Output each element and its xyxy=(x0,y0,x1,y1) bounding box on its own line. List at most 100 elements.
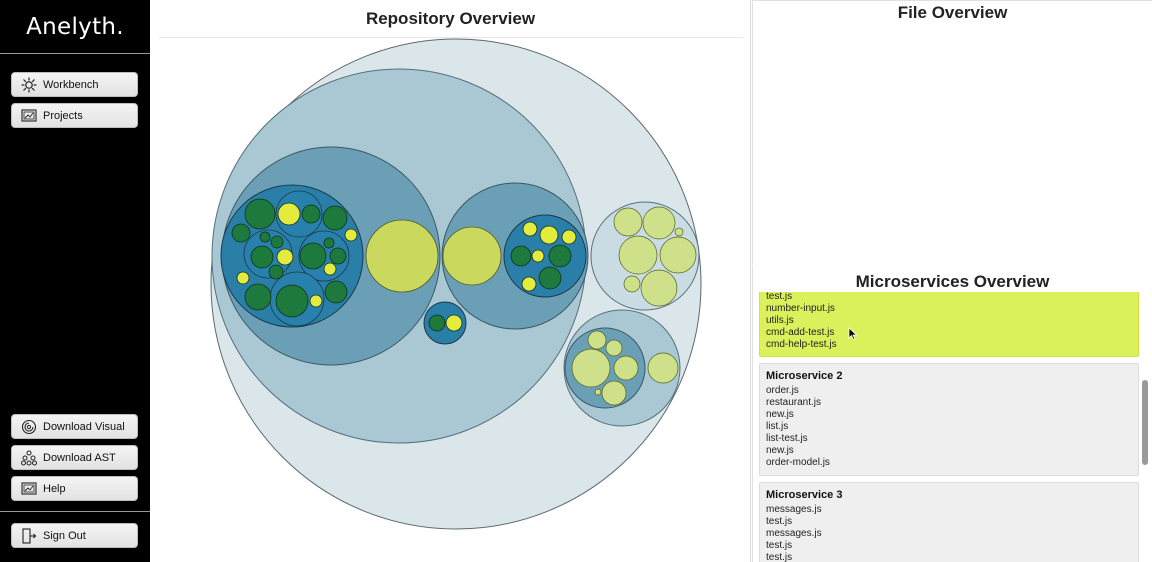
bubble-file[interactable] xyxy=(344,228,358,242)
file-item[interactable]: test.js xyxy=(766,292,793,302)
bubble-file[interactable] xyxy=(329,247,347,265)
sidebar-item-projects[interactable]: Projects xyxy=(11,103,138,128)
bubble-file[interactable] xyxy=(548,244,572,268)
file-item[interactable]: messages.js xyxy=(766,528,822,539)
microservice-card[interactable]: Microservice 3 messages.js test.js messa… xyxy=(759,482,1139,562)
file-item[interactable]: new.js xyxy=(766,445,794,456)
workbench-icon xyxy=(20,76,38,94)
file-overview-title: File Overview xyxy=(897,3,1008,22)
download-visual-button[interactable]: Download Visual xyxy=(11,414,138,439)
bubble-file[interactable] xyxy=(623,275,641,293)
bubble-file[interactable] xyxy=(647,352,679,384)
file-item[interactable]: list.js xyxy=(766,421,789,432)
bubble-file[interactable] xyxy=(259,231,271,243)
bubble-file[interactable] xyxy=(442,226,502,286)
download-ast-button[interactable]: Download AST xyxy=(11,445,138,470)
bubble-file[interactable] xyxy=(613,207,643,237)
bubble-file[interactable] xyxy=(601,380,627,406)
file-item[interactable]: number-input.js xyxy=(766,303,835,314)
bubble-file[interactable] xyxy=(277,202,301,226)
bubble-file[interactable] xyxy=(594,388,602,396)
bubble-file[interactable] xyxy=(250,245,274,269)
file-item[interactable]: new.js xyxy=(766,409,794,420)
bubble-file[interactable] xyxy=(309,294,323,308)
file-item[interactable]: test.js xyxy=(766,552,793,562)
bubble-file[interactable] xyxy=(275,284,309,318)
bubble-file[interactable] xyxy=(522,221,538,237)
sign-out-label: Sign Out xyxy=(43,529,86,542)
repository-title: Repository Overview xyxy=(365,9,536,28)
bubble-file[interactable] xyxy=(299,242,327,270)
microservices-title: Microservices Overview xyxy=(855,272,1050,291)
bubble-file[interactable] xyxy=(659,236,697,274)
download-ast-label: Download AST xyxy=(43,451,116,464)
file-item[interactable]: test.js xyxy=(766,540,793,551)
bubble-file[interactable] xyxy=(244,283,272,311)
file-overview-panel: File Overview xyxy=(752,0,1152,265)
bubble-file[interactable] xyxy=(322,205,348,231)
microservices-scrollbar[interactable] xyxy=(1142,380,1148,465)
sidebar-item-label: Projects xyxy=(43,109,83,122)
app-logo[interactable]: Anelyth. xyxy=(26,14,124,40)
mouse-cursor-icon xyxy=(848,327,858,341)
help-button[interactable]: Help xyxy=(11,476,138,501)
bubble-file[interactable] xyxy=(324,280,348,304)
bubble-file[interactable] xyxy=(445,314,463,332)
circle-packing-visualization[interactable] xyxy=(151,0,751,562)
help-icon xyxy=(20,480,38,498)
microservice-card[interactable]: test.js number-input.js utils.js cmd-add… xyxy=(759,292,1139,357)
bubble-file[interactable] xyxy=(510,245,532,267)
bubble-file[interactable] xyxy=(618,235,658,275)
file-item[interactable]: cmd-help-test.js xyxy=(766,339,837,350)
bubble-file[interactable] xyxy=(605,339,623,357)
sign-out-button[interactable]: Sign Out xyxy=(11,523,138,548)
sign-out-icon xyxy=(20,527,38,545)
bubble-file[interactable] xyxy=(276,248,294,266)
bubble-file[interactable] xyxy=(613,355,639,381)
file-item[interactable]: order.js xyxy=(766,385,799,396)
bubble-file[interactable] xyxy=(587,330,607,350)
bubble-file[interactable] xyxy=(531,249,545,263)
download-ast-icon xyxy=(20,449,38,467)
bubble-file[interactable] xyxy=(301,204,321,224)
bubble-file[interactable] xyxy=(561,229,577,245)
sidebar: Anelyth. Workbench Projects Download Vis… xyxy=(0,0,150,562)
microservice-name: Microservice 3 xyxy=(766,489,843,501)
file-item[interactable]: restaurant.js xyxy=(766,397,822,408)
bubble-file[interactable] xyxy=(323,237,335,249)
file-item[interactable]: utils.js xyxy=(766,315,794,326)
file-item[interactable]: list-test.js xyxy=(766,433,808,444)
help-label: Help xyxy=(43,482,66,495)
microservices-overview-panel: Microservices Overview test.js number-in… xyxy=(752,266,1152,562)
file-item[interactable]: order-model.js xyxy=(766,457,830,468)
file-item[interactable]: test.js xyxy=(766,516,793,527)
microservice-card[interactable]: Microservice 2 order.js restaurant.js ne… xyxy=(759,363,1139,476)
bubble-file[interactable] xyxy=(539,225,559,245)
bubble-file[interactable] xyxy=(268,264,284,280)
bubble-file[interactable] xyxy=(428,314,446,332)
projects-icon xyxy=(20,107,38,125)
sidebar-divider xyxy=(0,53,150,54)
bubble-file[interactable] xyxy=(244,198,276,230)
sidebar-item-label: Workbench xyxy=(43,78,99,91)
microservice-name: Microservice 2 xyxy=(766,370,843,382)
bubble-file[interactable] xyxy=(231,223,251,243)
bubble-file[interactable] xyxy=(640,269,678,307)
bubble-file[interactable] xyxy=(323,262,337,276)
download-visual-label: Download Visual xyxy=(43,420,125,433)
sidebar-divider xyxy=(0,511,150,512)
file-item[interactable]: messages.js xyxy=(766,504,822,515)
bubble-file[interactable] xyxy=(538,266,562,290)
microservices-list[interactable]: test.js number-input.js utils.js cmd-add… xyxy=(759,292,1140,562)
file-item[interactable]: cmd-add-test.js xyxy=(766,327,835,338)
bubble-file[interactable] xyxy=(521,276,537,292)
sidebar-item-workbench[interactable]: Workbench xyxy=(11,72,138,97)
bubble-file[interactable] xyxy=(365,219,439,293)
bubble-file[interactable] xyxy=(674,227,684,237)
bubble-file[interactable] xyxy=(571,348,611,388)
bubble-file[interactable] xyxy=(270,235,284,249)
bubble-file[interactable] xyxy=(642,206,676,240)
title-divider xyxy=(159,37,743,38)
bubble-file[interactable] xyxy=(236,271,250,285)
